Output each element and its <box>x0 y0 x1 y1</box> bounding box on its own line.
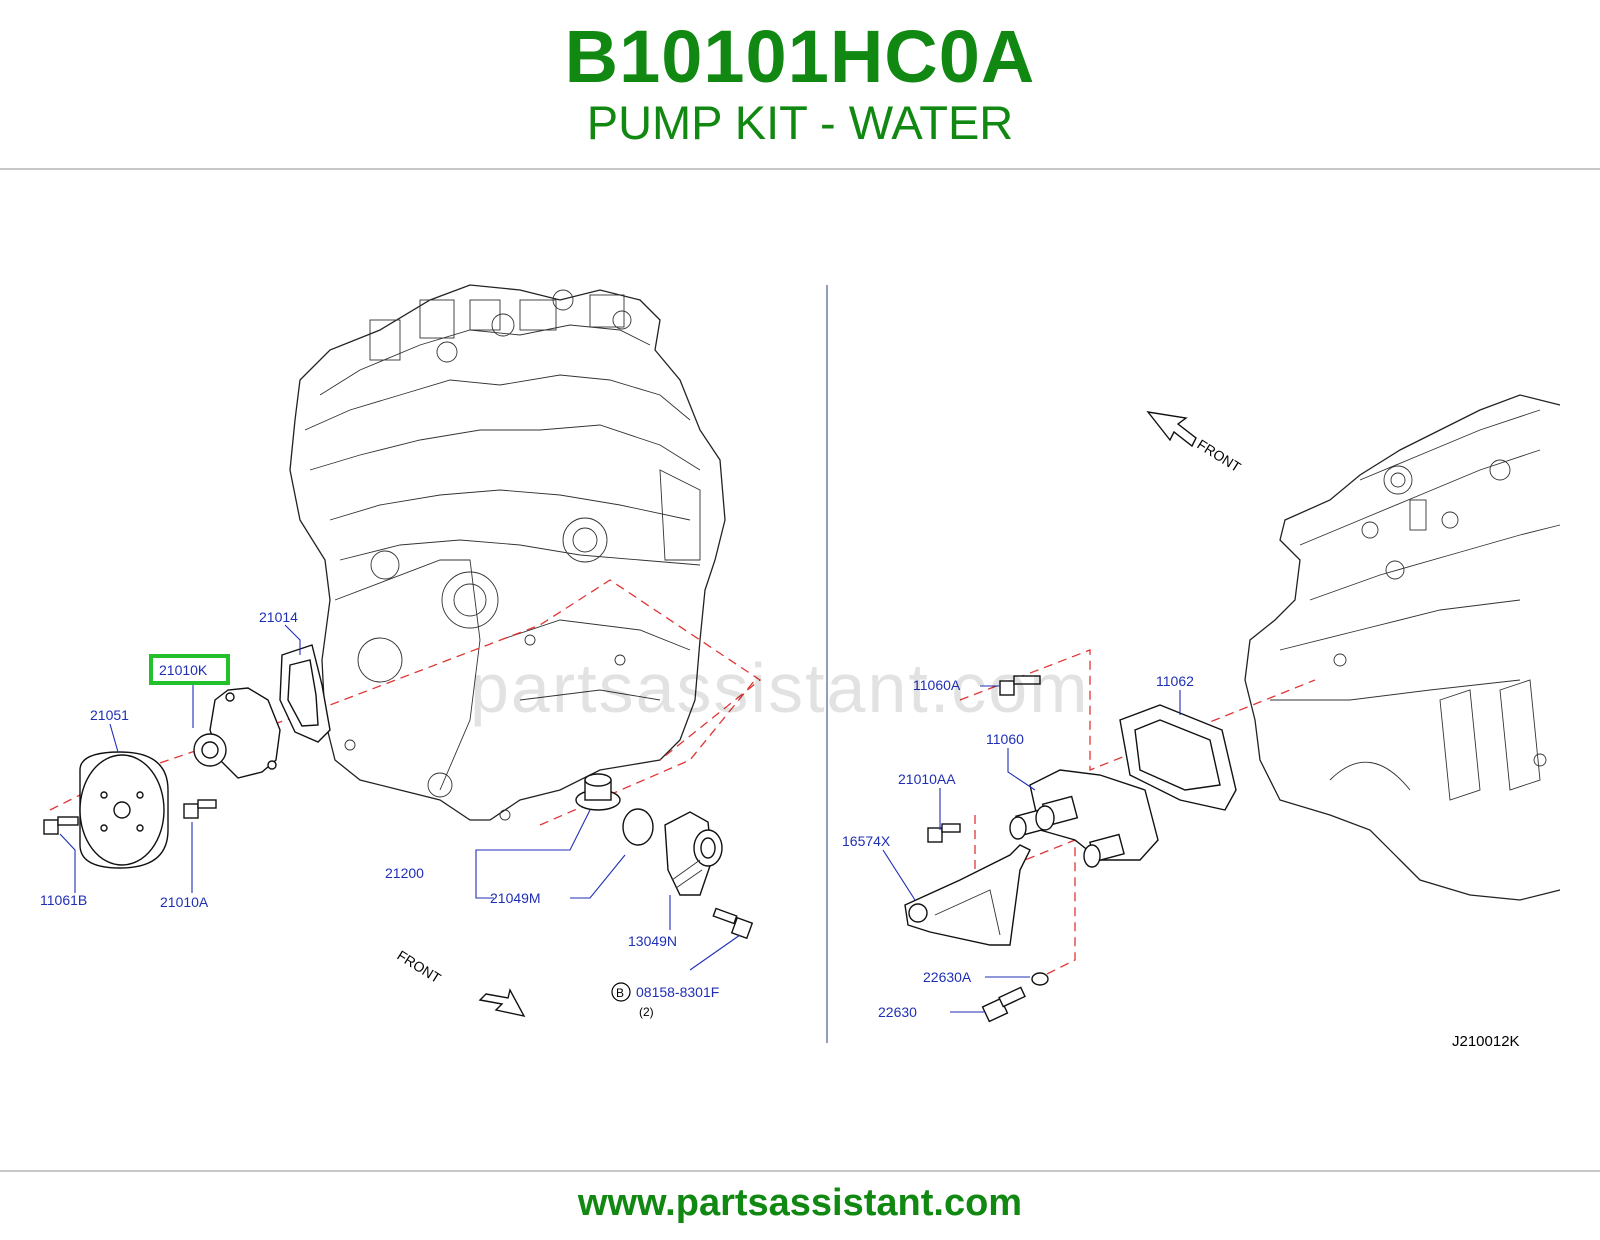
front-arrow-right-panel: FRONT <box>1146 411 1244 475</box>
callout-11062[interactable]: 11062 <box>1156 673 1194 689</box>
callout-13049N[interactable]: 13049N <box>628 933 677 949</box>
callout-21049M[interactable]: 21049M <box>490 890 541 906</box>
front-arrow-left-panel: FRONT <box>394 947 526 1018</box>
washer-22630A <box>1031 972 1049 986</box>
bolt-11061B <box>43 816 79 835</box>
bolt-11060A <box>999 675 1041 696</box>
callout-labels: 21014 21010K 21051 11061B 21010A 21200 2… <box>40 609 1520 1050</box>
water-outlet-11060 <box>1009 769 1159 868</box>
thermostat-housing-13049N <box>664 811 723 896</box>
callout-21200[interactable]: 21200 <box>385 865 424 881</box>
pulley-21051 <box>79 751 169 869</box>
callout-22630A[interactable]: 22630A <box>923 969 972 985</box>
water-pump-21010K <box>193 687 281 779</box>
marker-circle-b <box>611 982 631 1002</box>
callout-leader-lines <box>59 624 1181 1013</box>
header-divider <box>0 168 1600 170</box>
front-direction-label-left: FRONT <box>394 947 444 986</box>
callout-08158-8301F[interactable]: 08158-8301F <box>636 984 719 1000</box>
o-ring-21049M <box>622 808 654 846</box>
footer-divider <box>0 1170 1600 1172</box>
callout-21010A[interactable]: 21010A <box>160 894 209 910</box>
temperature-sensor-22630 <box>981 986 1026 1023</box>
right-engine-block-illustration <box>1244 394 1561 901</box>
footer-website-link[interactable]: www.partsassistant.com <box>577 1182 1023 1224</box>
watermark-text: partsassistant.com <box>470 649 1090 727</box>
bolt-08158-8301F <box>712 907 754 940</box>
callout-16574X[interactable]: 16574X <box>842 833 891 849</box>
callout-11061B[interactable]: 11061B <box>40 892 87 908</box>
bolt-21010A <box>183 799 217 819</box>
front-direction-label-right: FRONT <box>1194 436 1244 475</box>
callout-21014[interactable]: 21014 <box>259 609 298 625</box>
callout-22630[interactable]: 22630 <box>878 1004 917 1020</box>
header: B10101HC0A PUMP KIT - WATER <box>0 0 1600 168</box>
highlighted-part-box <box>149 654 230 685</box>
callout-08158-quantity: (2) <box>639 1005 654 1019</box>
gasket-21014 <box>279 644 331 743</box>
marker-letter-b: B <box>616 986 624 1000</box>
part-name-subtitle: PUMP KIT - WATER <box>586 96 1014 149</box>
thermostat-21200 <box>575 773 621 811</box>
left-engine-block-illustration <box>289 284 726 821</box>
part-number-title: B10101HC0A <box>564 15 1036 98</box>
bracket-16574X <box>904 844 1031 946</box>
callout-11060A[interactable]: 11060A <box>913 677 961 693</box>
bolt-21010AA <box>927 823 961 843</box>
callout-21010AA[interactable]: 21010AA <box>898 771 956 787</box>
callout-21010K-highlighted[interactable]: 21010K <box>159 662 208 678</box>
callout-21051[interactable]: 21051 <box>90 707 129 723</box>
gasket-11062 <box>1119 704 1237 811</box>
callout-11060[interactable]: 11060 <box>986 731 1024 747</box>
diagram-reference-code: J210012K <box>1452 1033 1520 1050</box>
